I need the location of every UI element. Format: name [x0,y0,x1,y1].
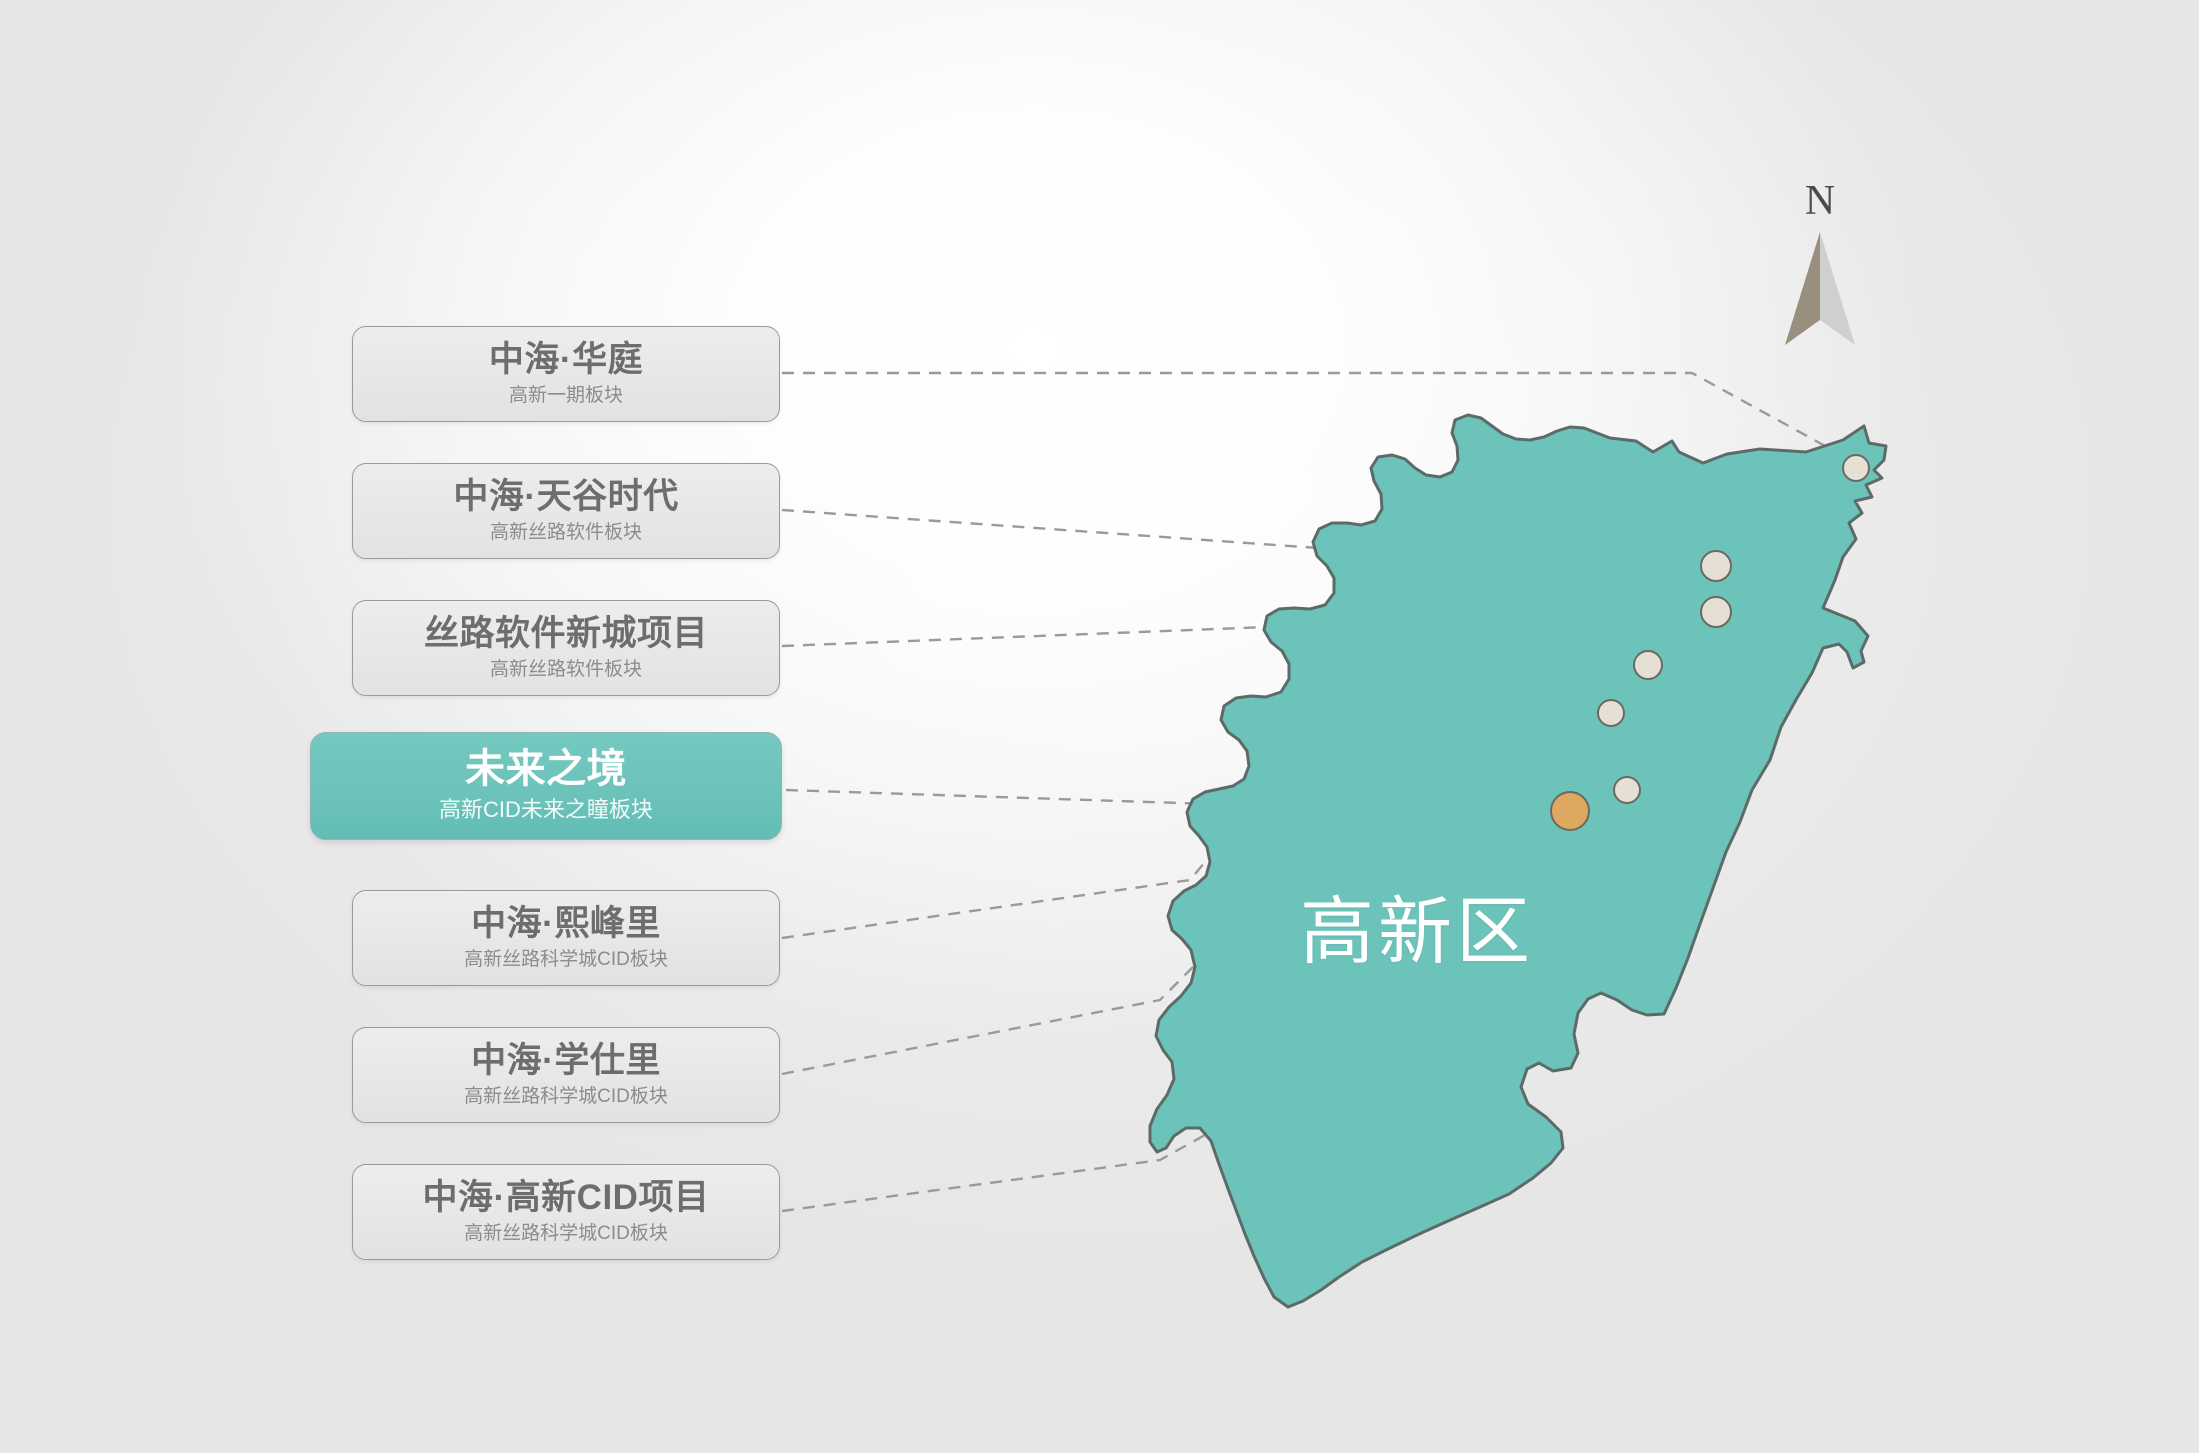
legend-item-subtitle: 高新CID未来之瞳板块 [439,797,653,823]
legend-item-subtitle: 高新丝路软件板块 [489,521,642,543]
legend-item-silu-ruanjian-xincheng[interactable]: 丝路软件新城项目高新丝路软件板块 [352,600,780,696]
region-name-label: 高新区 [1300,890,1534,973]
compass-rose: N [1765,180,1875,360]
legend-item-subtitle: 高新丝路科学城CID板块 [464,1222,668,1244]
legend-item-subtitle: 高新一期板块 [508,384,623,406]
map-marker-zhonghai-huating[interactable] [1842,454,1870,482]
legend-item-subtitle: 高新丝路科学城CID板块 [464,948,668,970]
legend-item-title: 中海·学仕里 [471,1040,661,1080]
map-marker-zhonghai-xueshili[interactable] [1597,699,1625,727]
legend-item-zhonghai-tiangu-shidai[interactable]: 中海·天谷时代高新丝路软件板块 [352,463,780,559]
project-markers [1550,454,1870,831]
legend-item-zhonghai-xueshili[interactable]: 中海·学仕里高新丝路科学城CID板块 [352,1027,780,1123]
legend-item-zhonghai-xifengli[interactable]: 中海·熙峰里高新丝路科学城CID板块 [352,890,780,986]
legend-item-zhonghai-huating[interactable]: 中海·华庭高新一期板块 [352,326,780,422]
district-polygon-gaoxin[interactable] [1148,413,1888,1309]
legend-item-subtitle: 高新丝路软件板块 [489,658,642,680]
connector-line [785,788,1557,813]
map-marker-zhonghai-tiangu-shidai[interactable] [1700,550,1732,582]
legend-item-title: 中海·熙峰里 [471,903,661,943]
legend-item-title: 中海·天谷时代 [453,476,679,516]
legend-item-subtitle: 高新丝路科学城CID板块 [464,1085,668,1107]
legend-item-title: 中海·高新CID项目 [422,1177,710,1217]
map-marker-zhonghai-gaoxin-cid[interactable] [1613,776,1641,804]
legend-item-weilai-zhijing[interactable]: 未来之境高新CID未来之瞳板块 [310,732,782,840]
compass-north-letter: N [1804,178,1836,224]
legend-item-zhonghai-gaoxin-cid[interactable]: 中海·高新CID项目高新丝路科学城CID板块 [352,1164,780,1260]
legend-item-title: 丝路软件新城项目 [423,613,708,653]
map-marker-zhonghai-xifengli[interactable] [1633,650,1663,680]
map-marker-silu-ruanjian-xincheng[interactable] [1700,596,1732,628]
map-marker-weilai-zhijing[interactable] [1550,791,1590,831]
legend-item-title: 未来之境 [465,747,627,792]
compass-north-arrow-icon [1785,232,1855,345]
connector-line [782,371,1859,466]
legend-item-title: 中海·华庭 [488,339,644,379]
